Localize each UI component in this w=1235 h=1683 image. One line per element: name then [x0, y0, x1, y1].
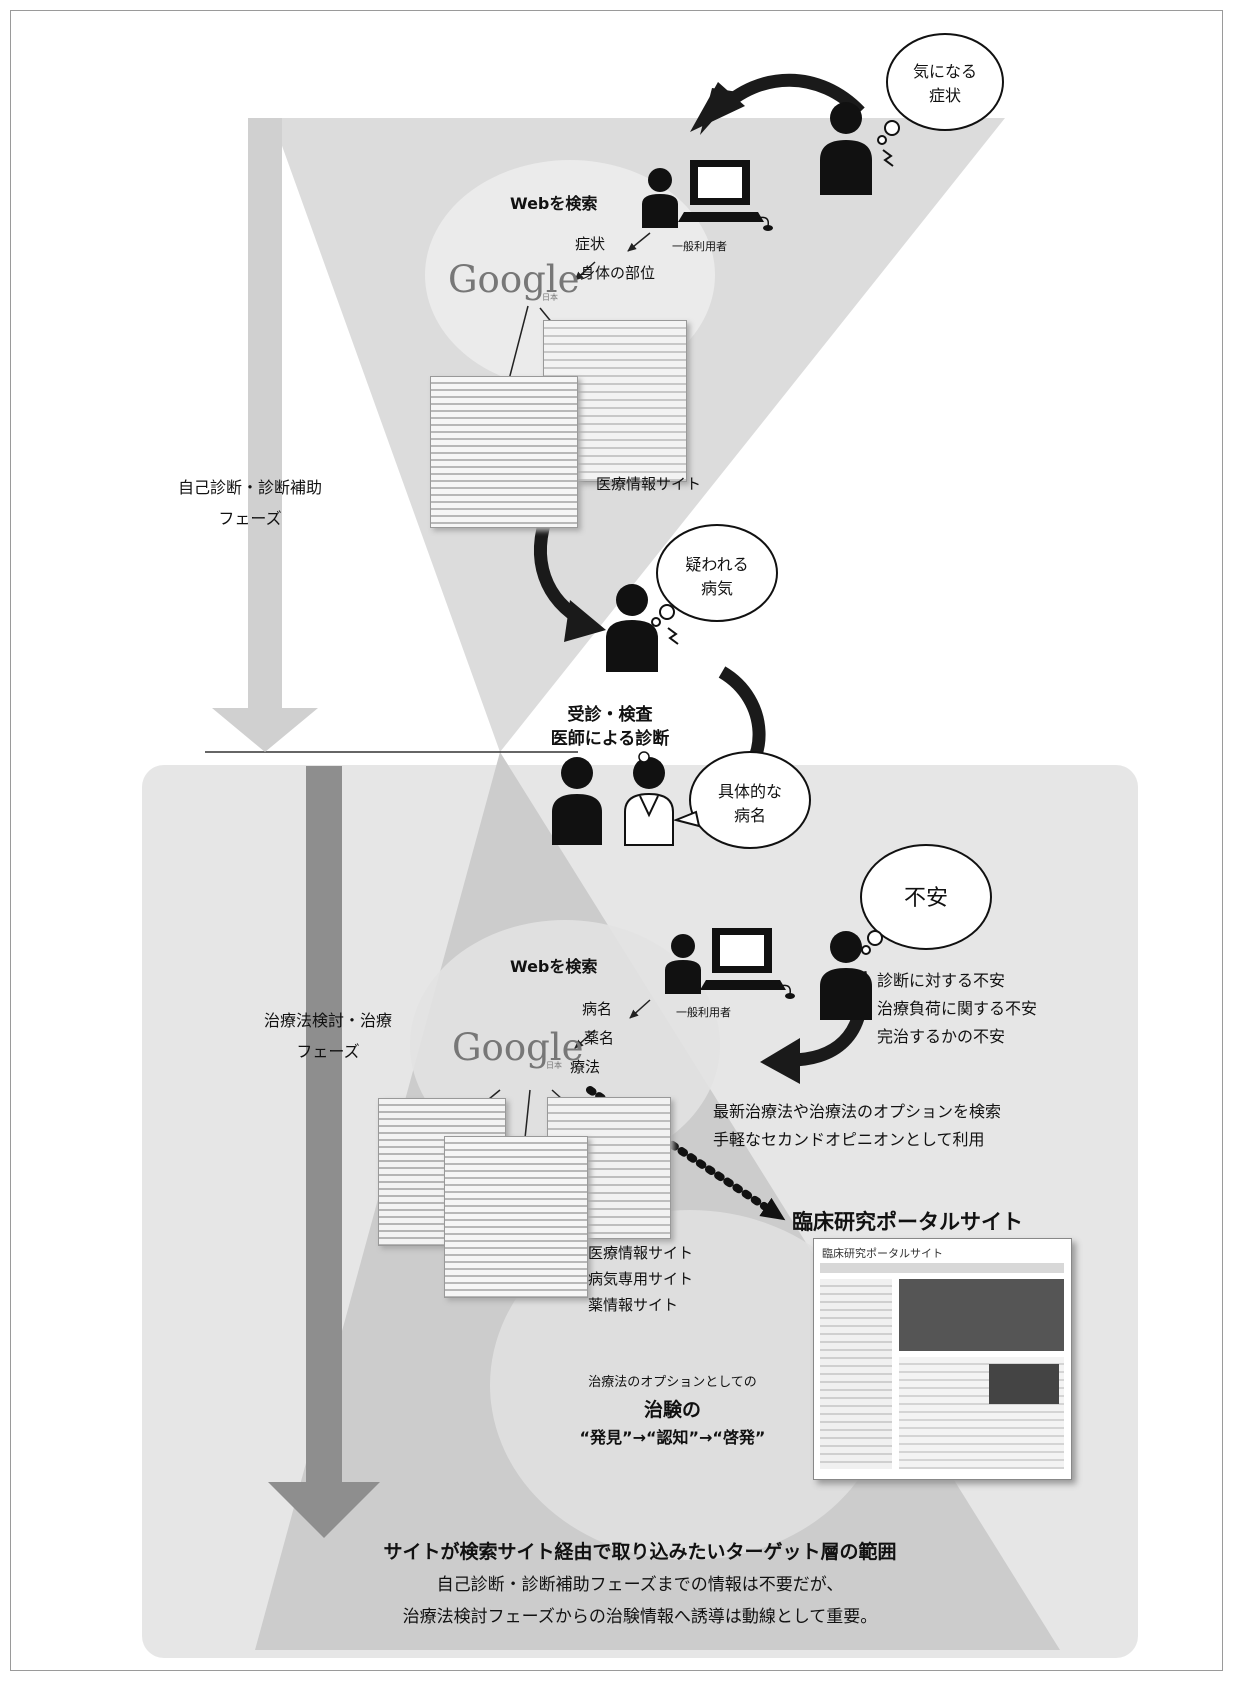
portal-video [989, 1364, 1059, 1404]
query-drug: 薬名 [584, 1029, 615, 1047]
site-thumbnail-top-front [430, 376, 578, 528]
general-user-label-bottom: 一般利用者 [676, 1006, 731, 1019]
query-disease: 病名 [582, 1000, 613, 1018]
clinical-trial-note: 治療法のオプションとしての 治験の “発見”→“認知”→“啓発” [579, 1375, 766, 1447]
google-sub-top: 日本 [542, 293, 558, 302]
footer-line: 治療法検討フェーズからの治験情報へ誘導は動線として重要。 [402, 1607, 878, 1627]
web-search-label-bottom: Webを検索 [510, 957, 598, 976]
visit-diagnosis-label: 受診・検査医師による診断 [550, 705, 670, 749]
bubble-suspected-text: 疑われる病気 [685, 555, 749, 598]
query-symptom: 症状 [575, 235, 606, 253]
site-caption: 医療情報サイト [588, 1244, 694, 1262]
site-captions-bottom: 医療情報サイト 病気専用サイト 薬情報サイト [588, 1240, 693, 1318]
google-sub-bottom: 日本 [546, 1061, 562, 1070]
bubble-symptom-text: 気になる症状 [912, 62, 977, 105]
portal-left-column [820, 1279, 892, 1469]
portal-nav [820, 1263, 1064, 1273]
bubble-disease-text: 具体的な病名 [717, 782, 782, 825]
google-logo-top: Google [448, 258, 580, 301]
google-logo-bottom: Google [452, 1026, 584, 1069]
query-body-part: 身体の部位 [580, 264, 656, 282]
footer: サイトが検索サイト経由で取り込みたいターゲット層の範囲 自己診断・診断補助フェー… [142, 1535, 1138, 1633]
anxiety-list: 診断に対する不安 治療負荷に関する不安 完治するかの不安 [877, 967, 1037, 1051]
portal-site-mockup: 臨床研究ポータルサイト [813, 1238, 1072, 1480]
treatment-phase-label: 治療法検討・治療フェーズ [263, 1011, 392, 1061]
web-search-label-top: Webを検索 [510, 194, 598, 213]
site-caption: 薬情報サイト [588, 1296, 679, 1314]
general-user-label-top: 一般利用者 [672, 240, 727, 253]
footer-title: サイトが検索サイト経由で取り込みたいターゲット層の範囲 [383, 1541, 897, 1563]
search-purpose: 最新治療法や治療法のオプションを検索手軽なセカンドオピニオンとして利用 [713, 1102, 1002, 1149]
medical-site-caption-top: 医療情報サイト [596, 475, 702, 493]
portal-header: 臨床研究ポータルサイト [822, 1247, 943, 1260]
self-diagnosis-phase-label: 自己診断・診断補助フェーズ [177, 478, 322, 528]
footer-line: 自己診断・診断補助フェーズまでの情報は不要だが、 [436, 1575, 844, 1595]
query-therapy: 療法 [570, 1058, 601, 1076]
anxiety-item: 完治するかの不安 [877, 1027, 1006, 1046]
site-caption: 病気専用サイト [588, 1270, 694, 1288]
portal-hero-image [899, 1279, 1064, 1351]
portal-title: 臨床研究ポータルサイト [792, 1210, 1023, 1234]
site-thumbnail-bottom-front [444, 1136, 588, 1298]
bubble-anxiety-text: 不安 [903, 886, 948, 911]
anxiety-item: 診断に対する不安 [877, 971, 1006, 990]
anxiety-item: 治療負荷に関する不安 [877, 999, 1038, 1018]
